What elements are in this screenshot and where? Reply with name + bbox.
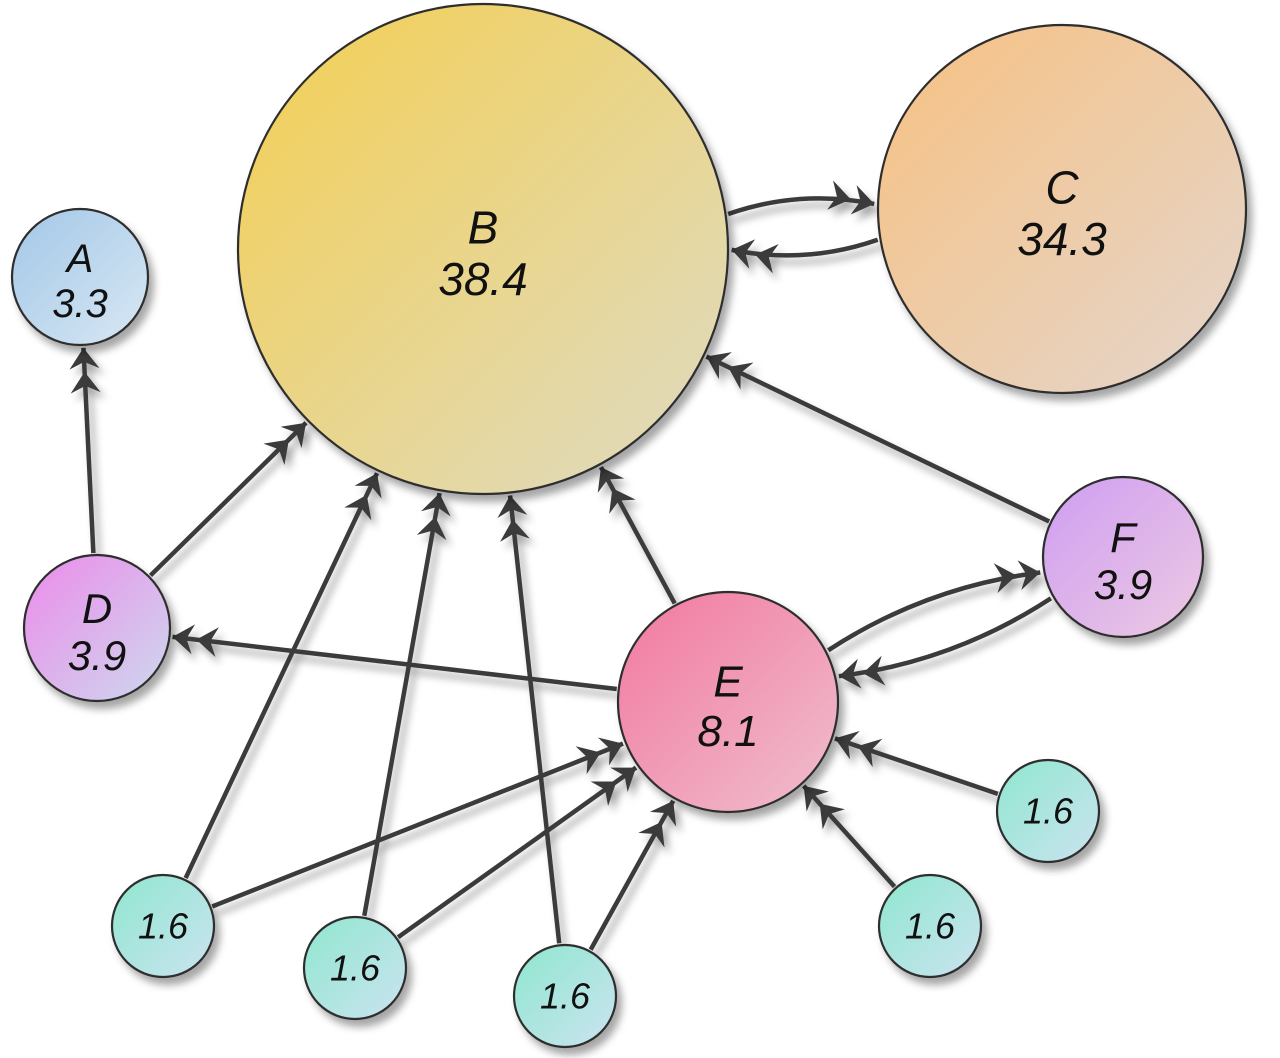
node-E-letter: E [713,658,743,707]
node-B-letter: B [468,201,499,253]
edge-F-to-E [838,596,1053,689]
node-J-value: 1.6 [905,906,956,947]
node-K-value: 1.6 [1023,791,1074,832]
node-I-circle [512,943,618,1049]
edge-C-to-B [731,237,879,274]
node-A-value: 3.3 [52,282,108,326]
node-C-letter: C [1045,161,1079,213]
edge-I-to-E [588,799,677,951]
edge-D-to-B [148,421,308,578]
edge-D-to-A [69,347,101,554]
node-G-circle [110,873,216,979]
edge-J-to-E [802,784,897,889]
node-E-circle [616,590,840,814]
labels-layer: A3.3B38.4C34.3D3.9E8.1F3.91.61.61.61.61.… [52,161,1152,1016]
edge-F-to-B [705,352,1051,524]
node-F-value: 3.9 [1094,561,1152,608]
edge-G-to-B [183,472,382,880]
node-H-circle [302,915,408,1021]
node-E-value: 8.1 [697,707,758,756]
edge-B-to-C [727,180,875,217]
edge-H-to-E [396,765,638,940]
edge-H-to-B [362,492,451,917]
edge-K-to-E [834,731,999,797]
node-K-circle [995,758,1101,864]
node-A-letter: A [65,237,94,281]
node-H-value: 1.6 [330,948,381,989]
edge-E-to-D [172,624,618,692]
node-D-value: 3.9 [68,632,126,679]
node-I-value: 1.6 [540,976,591,1017]
node-D-circle [22,553,172,703]
node-D-letter: D [82,585,112,632]
node-C-circle [876,23,1248,395]
edge-E-to-B [597,466,677,605]
edge-I-to-B [497,495,562,944]
node-C-value: 34.3 [1017,213,1107,265]
nodes-layer [10,2,1248,1049]
edge-E-to-F [827,560,1041,653]
node-F-circle [1041,475,1205,639]
node-A-circle [10,207,150,347]
node-B-circle [236,2,730,496]
node-J-circle [877,873,983,979]
edge-G-to-E [211,737,624,909]
node-G-value: 1.6 [138,906,189,947]
node-B-value: 38.4 [438,253,528,305]
node-F-letter: F [1110,514,1138,561]
edges-layer [69,180,1053,951]
